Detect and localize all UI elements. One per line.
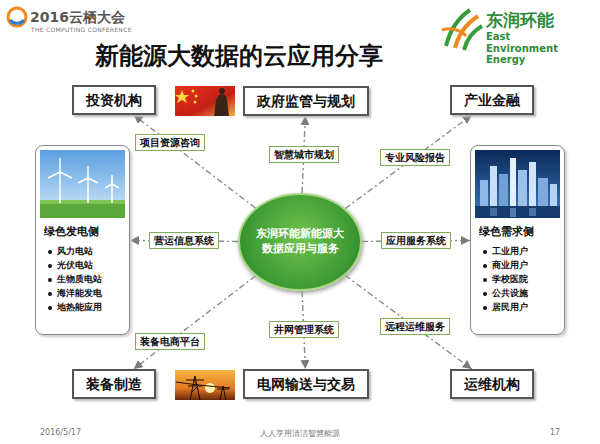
- company-english-name: East Environment Energy: [486, 31, 584, 66]
- panel-heading: 绿色需求侧: [479, 224, 556, 239]
- hub-text: 东润环能新能源大数据应用与服务: [256, 227, 344, 257]
- city-picture: [475, 150, 560, 218]
- list-item: 海洋能发电: [44, 286, 121, 300]
- page-number: 17: [550, 428, 560, 437]
- box-label: 装备制造: [86, 375, 142, 393]
- stakeholder-box: 装备制造: [72, 369, 156, 399]
- connector: [134, 276, 256, 369]
- box-label: 电网输送与交易: [257, 375, 355, 393]
- box-label: 投资机构: [86, 91, 142, 109]
- stakeholder-box: 电网输送与交易: [243, 369, 369, 399]
- list-item: 学校医院: [479, 272, 556, 286]
- edge-label: 项目资源咨询: [135, 134, 205, 151]
- conference-name: 2016云栖大会: [30, 9, 125, 27]
- list-item: 地热能应用: [44, 300, 121, 314]
- stakeholder-box: 产业金融: [450, 85, 534, 115]
- side-panel: 绿色发电侧风力电站光伏电站生物质电站海洋能发电地热能应用: [35, 145, 130, 335]
- panel-heading: 绿色发电侧: [44, 224, 121, 239]
- conference-logo: [8, 8, 26, 26]
- company-name: 东润环能: [486, 9, 554, 32]
- list-item: 居民用户: [479, 300, 556, 314]
- edge-label: 远程运维服务: [380, 318, 450, 335]
- conference-subtitle: THE COMPUTING CONFERENCE: [31, 26, 132, 33]
- edge-label: 井网管理系统: [269, 321, 339, 338]
- edge-label: 装备电商平台: [135, 333, 205, 350]
- edge-label: 应用服务系统: [381, 232, 451, 249]
- list-item: 公共设施: [479, 286, 556, 300]
- power-tower-picture: [175, 370, 235, 400]
- box-label: 政府监管与规划: [257, 92, 355, 110]
- side-panel: 绿色需求侧工业用户商业用户学校医院公共设施居民用户: [470, 145, 565, 335]
- edge-label: 智慧城市规划: [269, 146, 339, 163]
- edge-label: 专业风险报告: [380, 149, 450, 166]
- list-item: 生物质电站: [44, 272, 121, 286]
- connector: [345, 275, 471, 369]
- box-label: 运维机构: [464, 375, 520, 393]
- stakeholder-box: 政府监管与规划: [243, 86, 369, 116]
- connector: [134, 115, 256, 208]
- slide-title: 新能源大数据的云应用分享: [95, 40, 383, 72]
- connector: [345, 115, 471, 209]
- list-item: 光伏电站: [44, 258, 121, 272]
- list-item: 工业用户: [479, 244, 556, 258]
- wind-farm-picture: [40, 150, 125, 218]
- stakeholder-box: 投资机构: [72, 85, 156, 115]
- flag-picture: [175, 86, 235, 116]
- hub-circle: 东润环能新能源大数据应用与服务: [238, 193, 362, 291]
- footer-slogan: 人人享用清洁智慧能源: [260, 428, 340, 439]
- list-item: 商业用户: [479, 258, 556, 272]
- box-label: 产业金融: [464, 91, 520, 109]
- company-logo: [442, 10, 482, 50]
- edge-label: 营运信息系统: [149, 232, 219, 249]
- footer-date: 2016/5/17: [40, 428, 81, 437]
- stakeholder-box: 运维机构: [450, 369, 534, 399]
- list-item: 风力电站: [44, 244, 121, 258]
